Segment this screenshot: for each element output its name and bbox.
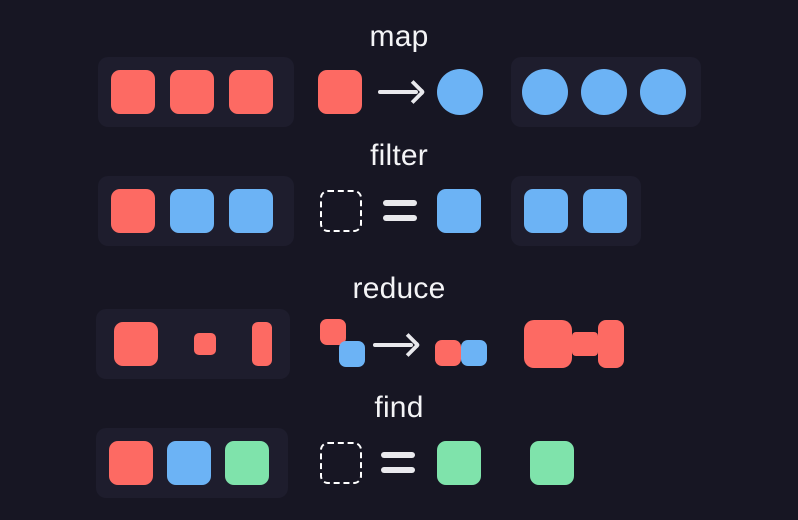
row-title-reduce: reduce [352, 272, 446, 305]
reduce-output-segment-0 [524, 320, 572, 368]
map-input-item-1[interactable] [170, 70, 214, 114]
find-output-item-0[interactable] [530, 441, 574, 485]
filter-input-item-2[interactable] [229, 189, 273, 233]
row-title-map: map [369, 20, 429, 53]
row-body-map [0, 55, 798, 141]
map-callback-from-square[interactable] [318, 70, 362, 114]
filter-output-array[interactable] [511, 176, 641, 246]
row-title-filter: filter [370, 139, 428, 172]
equals-bar-bottom [381, 467, 415, 473]
reduce-accumulator-square[interactable] [320, 319, 346, 345]
find-input-item-1[interactable] [167, 441, 211, 485]
map-output-array[interactable] [511, 57, 701, 127]
map-callback-to-circle[interactable] [437, 69, 483, 115]
filter-output-item-1[interactable] [583, 189, 627, 233]
find-output-value[interactable] [522, 428, 582, 498]
reduce-merged-left[interactable] [435, 340, 461, 366]
find-input-item-2[interactable] [225, 441, 269, 485]
map-input-array[interactable] [98, 57, 294, 127]
row-title-find: find [374, 391, 424, 424]
arrow-shaft [373, 343, 413, 347]
row-body-filter [0, 174, 798, 260]
find-predicate-match[interactable] [437, 441, 481, 485]
equals-bar-top [381, 452, 415, 458]
reduce-callback-output-pair[interactable] [435, 331, 487, 375]
reduce-input-item-0[interactable] [114, 322, 158, 366]
filter-input-item-1[interactable] [170, 189, 214, 233]
map-output-item-1[interactable] [581, 69, 627, 115]
map-arrow-icon [378, 77, 426, 107]
equals-bar-bottom [383, 215, 417, 221]
filter-output-item-0[interactable] [524, 189, 568, 233]
filter-equals-icon [383, 200, 417, 222]
equals-icon [383, 200, 417, 222]
find-input-item-0[interactable] [109, 441, 153, 485]
map-input-item-0[interactable] [111, 70, 155, 114]
arrow-shaft [378, 90, 418, 94]
reduce-output-value[interactable] [524, 320, 624, 368]
reduce-output-segment-1 [572, 332, 598, 356]
reduce-input-array[interactable] [96, 309, 290, 379]
arrow-icon [373, 330, 421, 360]
equals-icon [381, 452, 415, 474]
row-body-find [0, 426, 798, 512]
find-equals-icon [381, 452, 415, 474]
reduce-output-segment-2 [598, 320, 624, 368]
reduce-callback-input-pair[interactable] [320, 319, 368, 373]
reduce-current-square[interactable] [339, 341, 365, 367]
arrow-head [401, 79, 426, 105]
reduce-input-item-1[interactable] [194, 333, 216, 355]
arrow-icon [378, 77, 426, 107]
reduce-arrow-icon [373, 330, 421, 360]
filter-predicate-match[interactable] [437, 189, 481, 233]
row-body-reduce [0, 307, 798, 393]
filter-input-array[interactable] [98, 176, 294, 246]
reduce-merged-right[interactable] [461, 340, 487, 366]
map-output-item-0[interactable] [522, 69, 568, 115]
arrow-head [396, 332, 421, 358]
filter-predicate-placeholder[interactable] [320, 190, 362, 232]
find-predicate-placeholder[interactable] [320, 442, 362, 484]
equals-bar-top [383, 200, 417, 206]
reduce-input-item-2[interactable] [252, 322, 272, 366]
filter-input-item-0[interactable] [111, 189, 155, 233]
map-output-item-2[interactable] [640, 69, 686, 115]
map-input-item-2[interactable] [229, 70, 273, 114]
find-input-array[interactable] [96, 428, 288, 498]
